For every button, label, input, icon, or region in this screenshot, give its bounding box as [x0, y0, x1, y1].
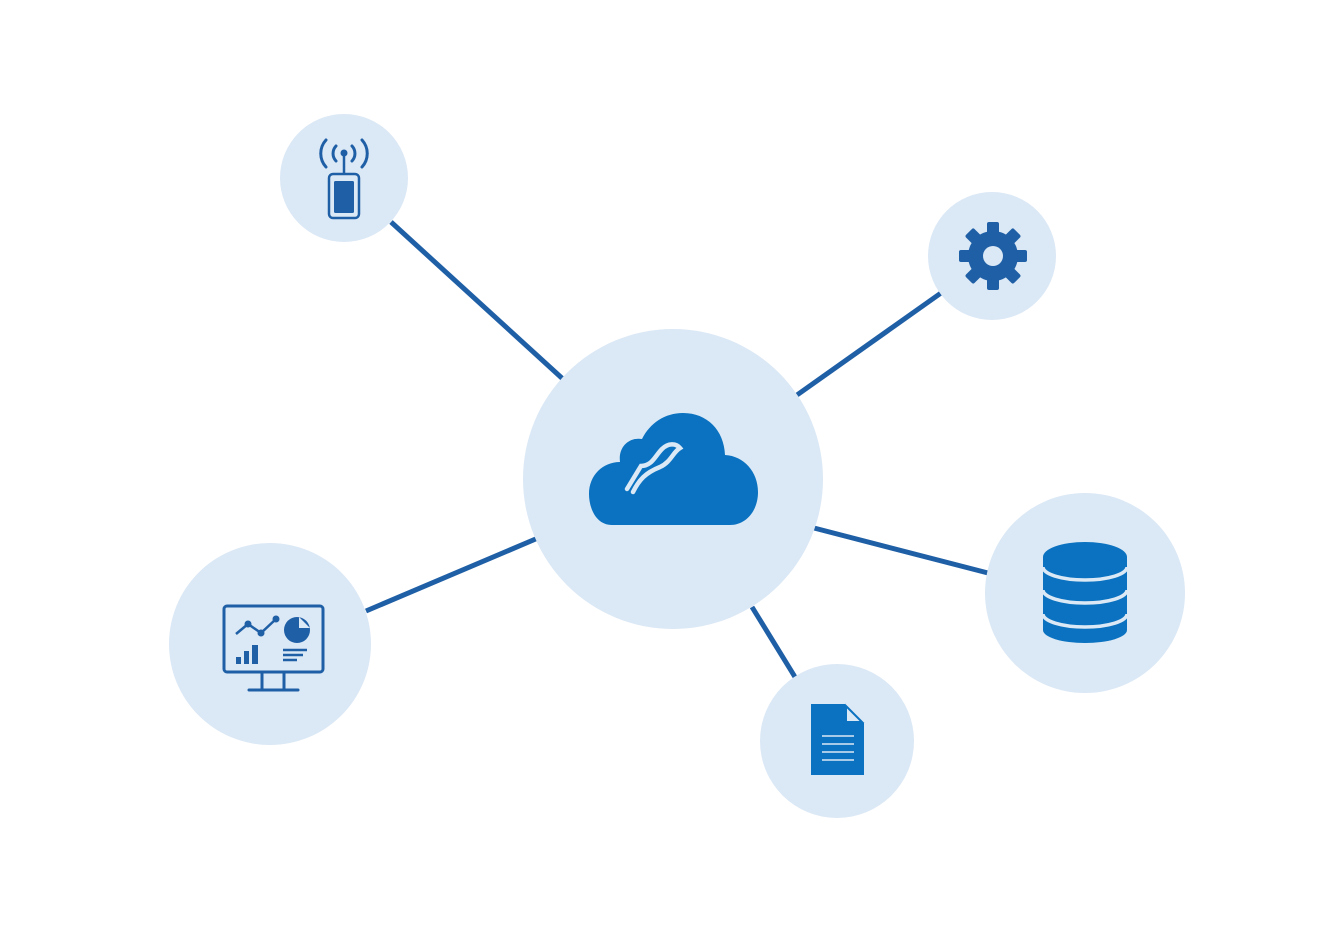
link-document — [749, 605, 798, 679]
cloud-icon — [589, 413, 758, 525]
node-dashboard[interactable] — [169, 543, 371, 745]
document-icon — [811, 703, 865, 775]
sensor-circle — [280, 114, 408, 242]
link-database — [813, 525, 989, 576]
cloud-hub[interactable] — [523, 329, 823, 629]
link-settings — [795, 290, 943, 398]
dashboard-circle — [169, 543, 371, 745]
link-sensor — [389, 220, 566, 382]
connection-lines — [365, 220, 989, 679]
node-database[interactable] — [985, 493, 1185, 693]
link-dashboard — [365, 535, 539, 614]
node-sensor[interactable] — [280, 114, 408, 242]
wireless-sensor-icon — [319, 138, 369, 220]
database-icon — [1041, 542, 1129, 643]
monitor-dashboard-icon — [222, 604, 325, 692]
gear-icon — [959, 222, 1027, 290]
node-document[interactable] — [760, 664, 914, 818]
node-settings[interactable] — [928, 192, 1056, 320]
